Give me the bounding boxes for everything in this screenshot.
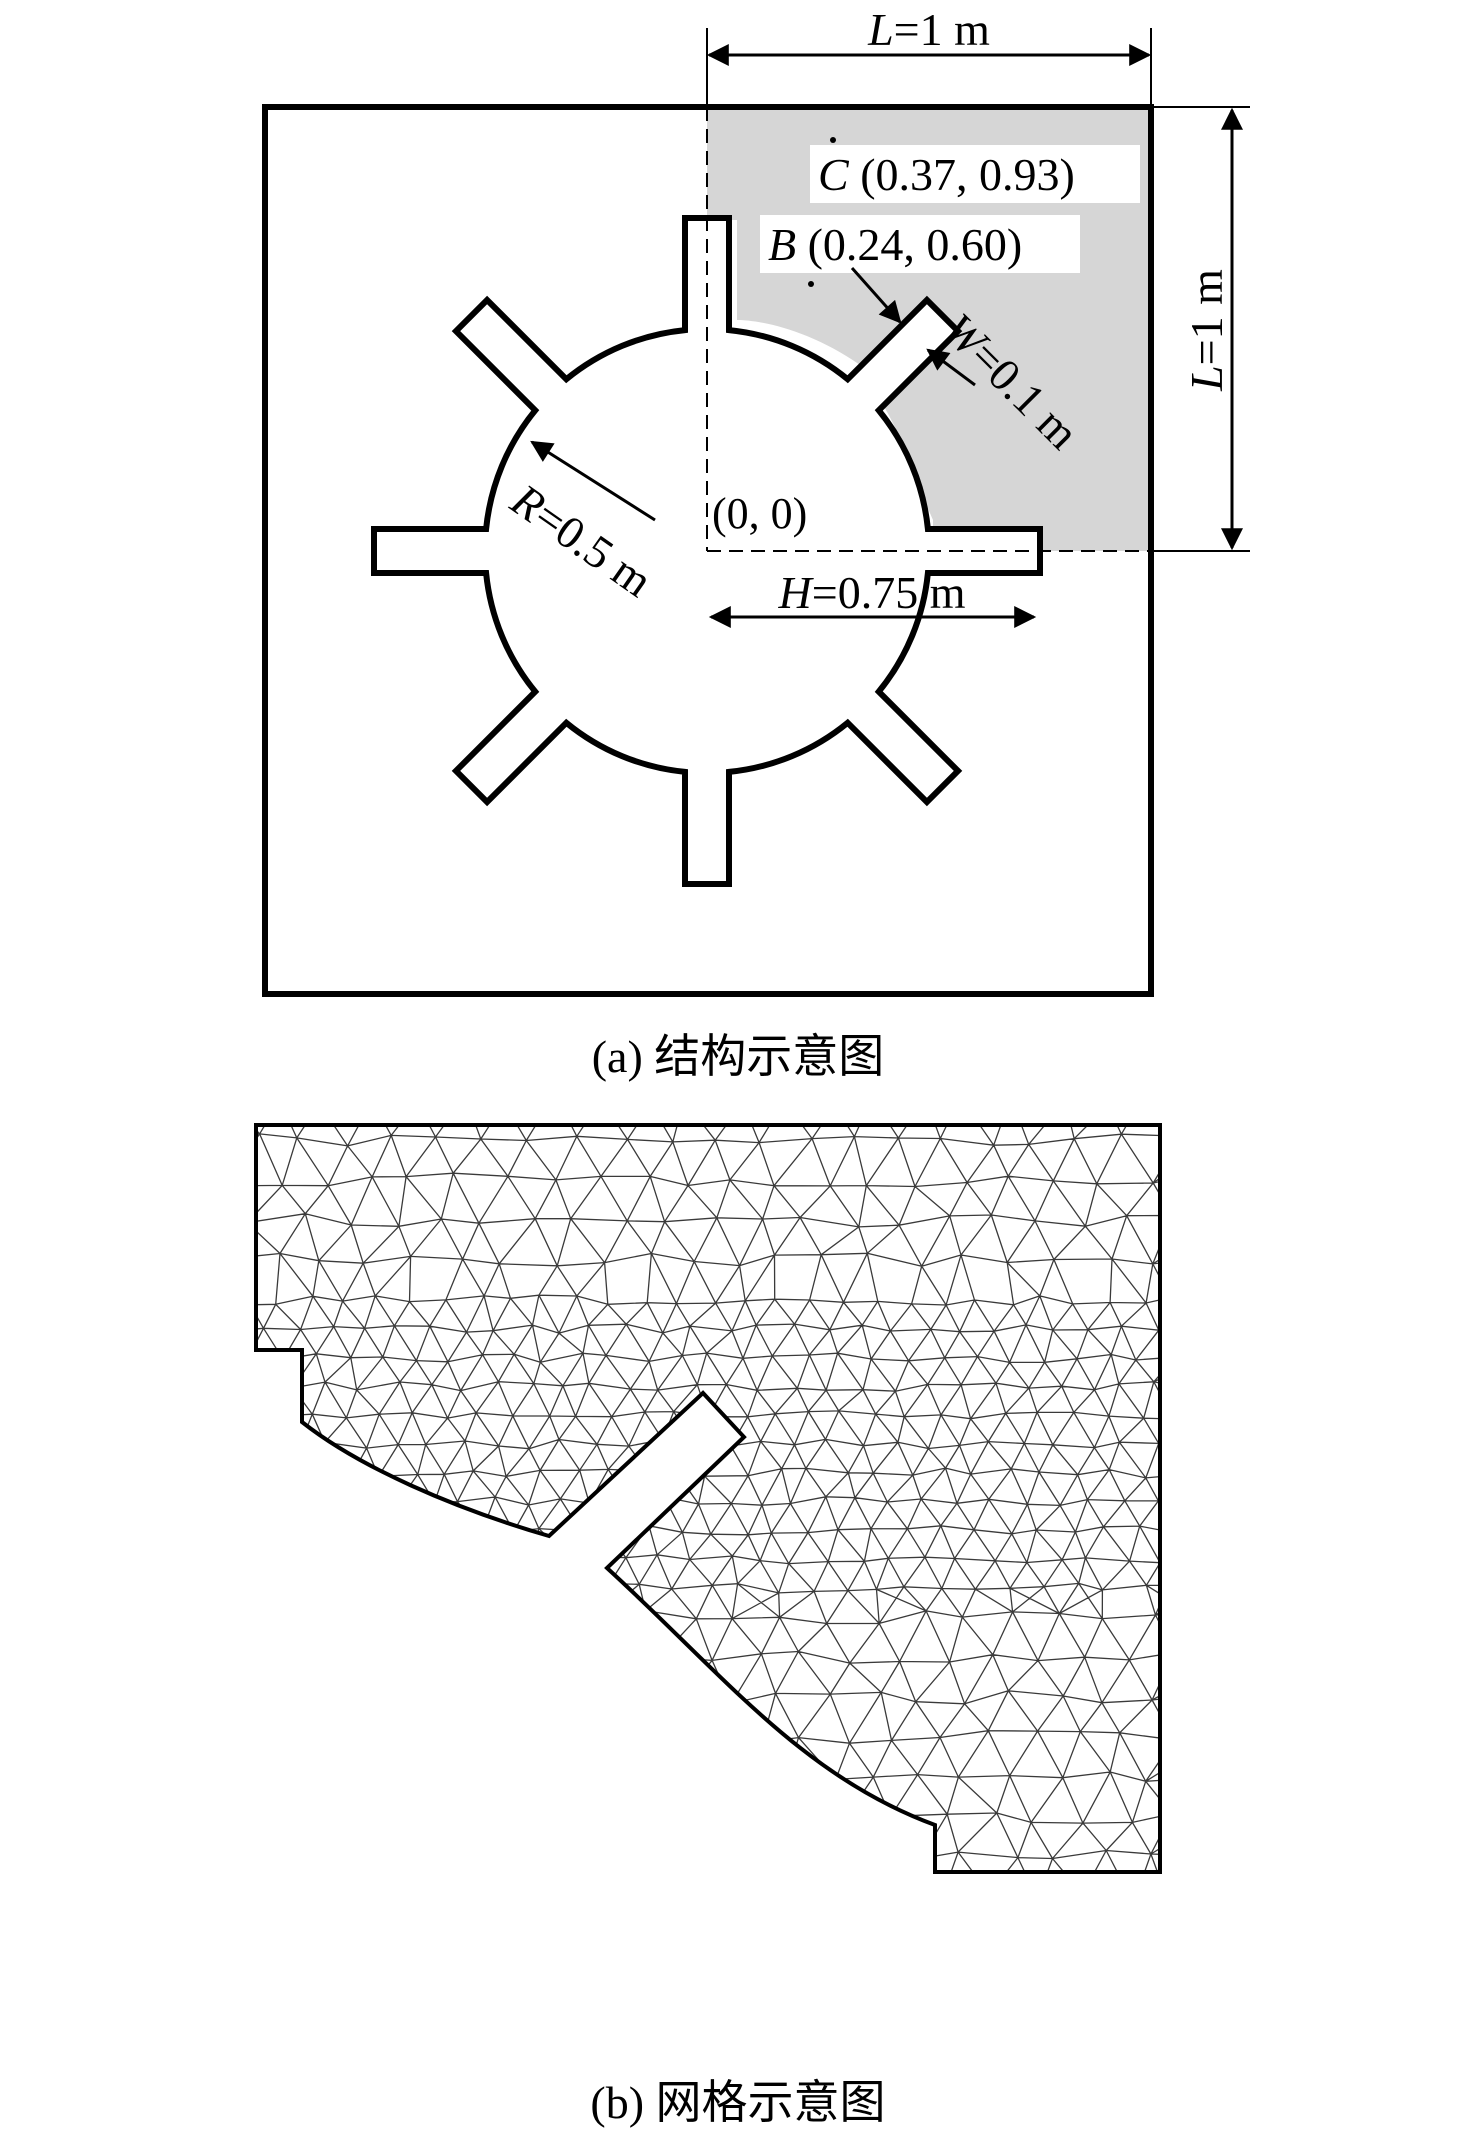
mesh-diagram (254, 1123, 1162, 1874)
point-c-marker (830, 137, 836, 143)
slot-length-var: H (778, 567, 815, 618)
width-arrow-outer (850, 267, 902, 324)
point-b-label: B (0.24, 0.60) (768, 219, 1022, 270)
point-c-coords: (0.37, 0.93) (849, 149, 1075, 200)
point-b-var: B (768, 219, 796, 270)
right-dim-var: L (1181, 365, 1232, 392)
slot-length-value: =0.75 m (812, 567, 966, 618)
figure-a-caption: (a) 结构示意图 (591, 1031, 885, 1082)
point-c-label-bg (810, 145, 1140, 203)
right-dimension-label: L=1 m (1181, 269, 1232, 392)
top-dim-value: =1 m (894, 4, 990, 55)
width-arrow-inner (926, 348, 976, 387)
point-b-marker (808, 281, 814, 287)
structure-diagram: L=1 m L=1 m C (0.37, 0.93) B (0.24, 0.60… (262, 4, 1250, 997)
figure-b-caption: (b) 网格示意图 (590, 2077, 886, 2128)
radius-arrow (530, 440, 656, 522)
right-dim-value: =1 m (1181, 269, 1232, 365)
point-b-coords: (0.24, 0.60) (796, 219, 1022, 270)
point-b-label-bg (760, 215, 1080, 273)
point-c-var: C (818, 149, 850, 200)
top-dim-var: L (867, 4, 894, 55)
origin-label: (0, 0) (712, 489, 807, 538)
slot-length-label: H=0.75 m (778, 567, 966, 618)
top-dimension-label: L=1 m (867, 4, 990, 55)
point-c-label: C (0.37, 0.93) (818, 149, 1075, 200)
